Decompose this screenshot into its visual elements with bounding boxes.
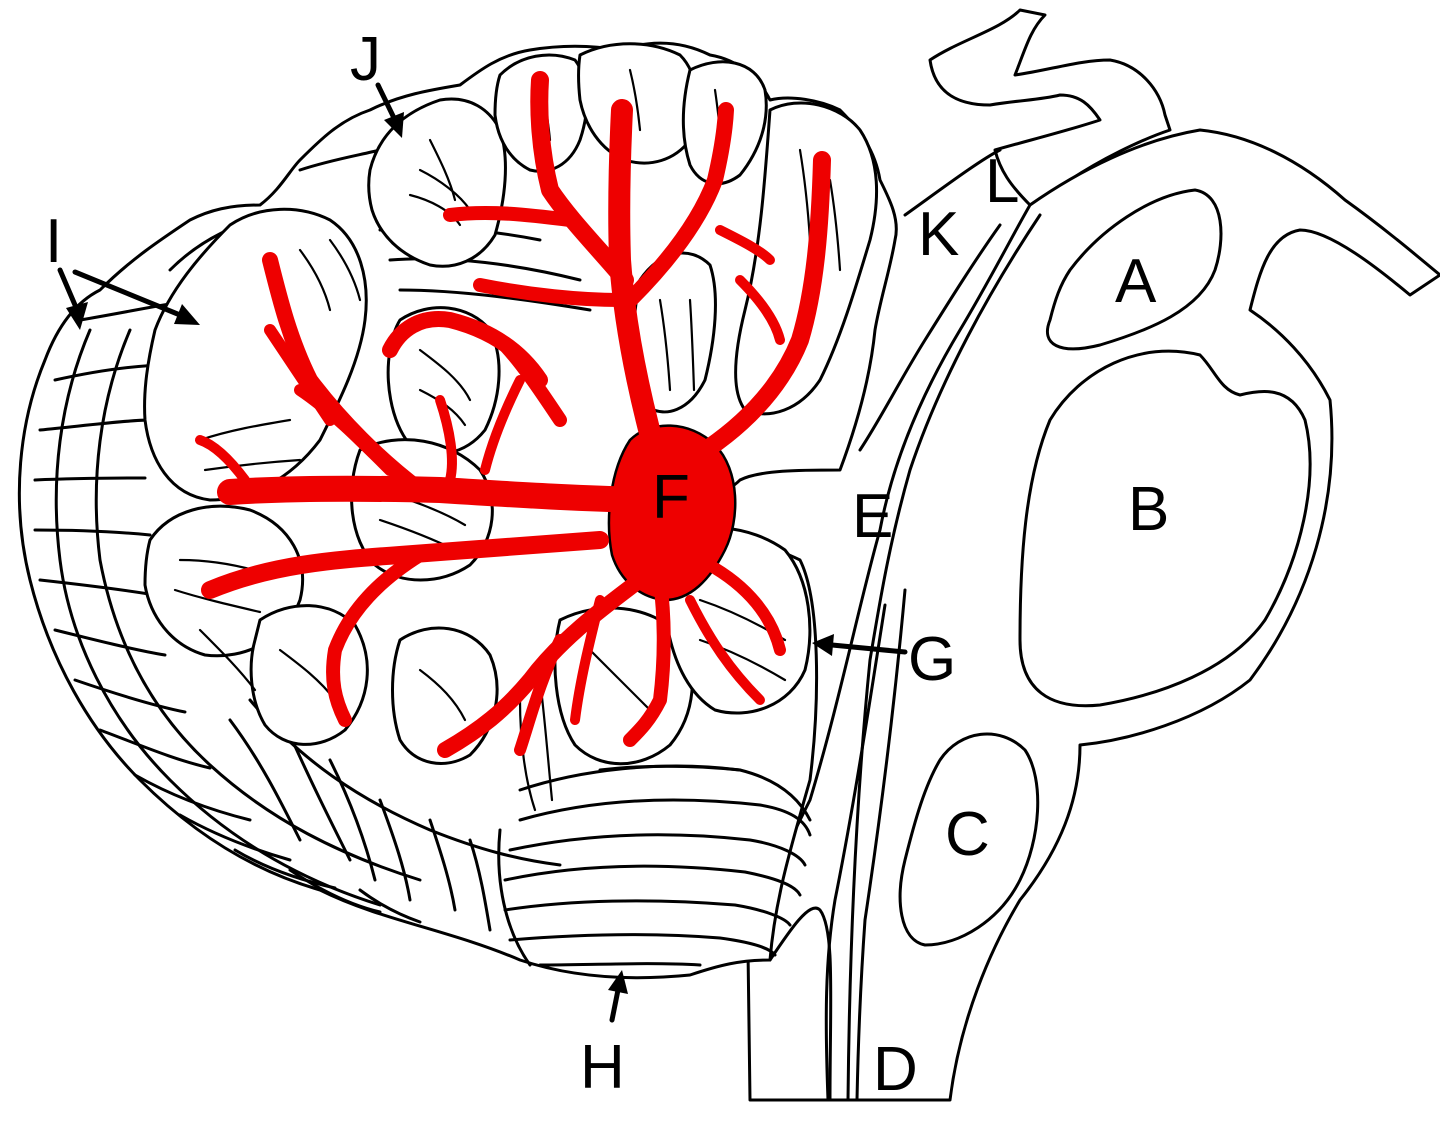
arrow-h-head bbox=[608, 970, 628, 994]
arrow-i-2-head bbox=[174, 304, 200, 325]
label-g: G bbox=[908, 625, 956, 694]
arrow-j bbox=[375, 82, 397, 121]
brainstem bbox=[746, 8, 1440, 1102]
label-b: B bbox=[1128, 475, 1169, 544]
region-c bbox=[898, 732, 1040, 947]
arrow-i-1 bbox=[57, 267, 81, 315]
fourth-ventricle-roof bbox=[903, 148, 1002, 217]
region-a bbox=[1046, 188, 1223, 351]
label-a: A bbox=[1115, 247, 1157, 316]
label-e: E bbox=[852, 482, 893, 551]
arbor-vitae bbox=[195, 71, 831, 758]
brainstem-inner-line-2 bbox=[824, 603, 887, 1102]
brainstem-inner-line-4 bbox=[768, 906, 833, 1102]
arrow-i-2 bbox=[72, 269, 183, 318]
label-c: C bbox=[945, 800, 990, 869]
label-j: J bbox=[350, 25, 381, 94]
label-k: K bbox=[918, 200, 959, 269]
arrow-h bbox=[609, 987, 621, 1023]
label-i: I bbox=[45, 207, 62, 276]
brainstem-inner-line-3 bbox=[855, 588, 907, 1102]
k-line bbox=[858, 223, 1002, 452]
label-f: F bbox=[652, 463, 690, 532]
arrow-g bbox=[829, 642, 908, 655]
letter-labels: A B C D E F G H I J K L bbox=[45, 25, 1169, 1104]
arrow-i-1-head bbox=[66, 302, 88, 330]
region-b bbox=[1018, 349, 1312, 708]
arrow-j-head bbox=[384, 112, 404, 138]
pointer-arrows bbox=[57, 82, 908, 1023]
label-l: L bbox=[985, 147, 1019, 216]
cerebellum bbox=[17, 41, 898, 980]
arrow-g-head bbox=[812, 634, 834, 656]
label-d: D bbox=[873, 1035, 918, 1104]
brainstem-inner-line-1 bbox=[846, 213, 1042, 1102]
label-h: H bbox=[580, 1033, 625, 1102]
